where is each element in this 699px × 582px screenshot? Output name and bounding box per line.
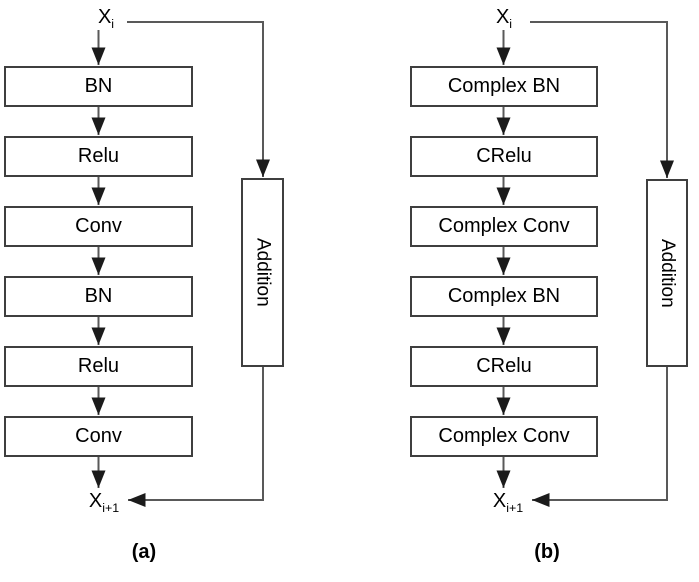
label-a-input-base: X xyxy=(97,6,112,28)
node-b-complex-conv-1: Complex Conv xyxy=(410,206,598,247)
label-a-output: Xi+1 xyxy=(72,490,136,515)
node-a-relu-1: Relu xyxy=(4,136,193,177)
label-a-output-base: X xyxy=(88,490,103,512)
node-b-addition: Addition xyxy=(646,179,688,367)
label-a-input: Xi xyxy=(80,6,132,31)
label-a-input-sub: i xyxy=(111,17,115,31)
node-a-relu-2: Relu xyxy=(4,346,193,387)
node-b-complex-bn-1: Complex BN xyxy=(410,66,598,107)
label-b-addition: Addition xyxy=(657,238,678,308)
label-b-input: Xi xyxy=(478,6,530,31)
node-a-conv-2: Conv xyxy=(4,416,193,457)
label-b-input-sub: i xyxy=(509,17,513,31)
label-b-output: Xi+1 xyxy=(476,490,540,515)
label-b-output-base: X xyxy=(492,490,507,512)
caption-a: (a) xyxy=(131,541,157,563)
node-b-crelu-1: CRelu xyxy=(410,136,598,177)
label-b-output-sub: i+1 xyxy=(506,501,524,515)
label-b-input-base: X xyxy=(495,6,510,28)
label-a-output-sub: i+1 xyxy=(102,501,120,515)
label-a-addition: Addition xyxy=(252,238,274,307)
caption-b: (b) xyxy=(534,541,560,563)
node-b-complex-bn-2: Complex BN xyxy=(410,276,598,317)
node-a-conv-1: Conv xyxy=(4,206,193,247)
node-b-complex-conv-2: Complex Conv xyxy=(410,416,598,457)
node-a-bn-2: BN xyxy=(4,276,193,317)
node-a-addition: Addition xyxy=(241,178,284,367)
node-b-crelu-2: CRelu xyxy=(410,346,598,387)
node-a-bn-1: BN xyxy=(4,66,193,107)
